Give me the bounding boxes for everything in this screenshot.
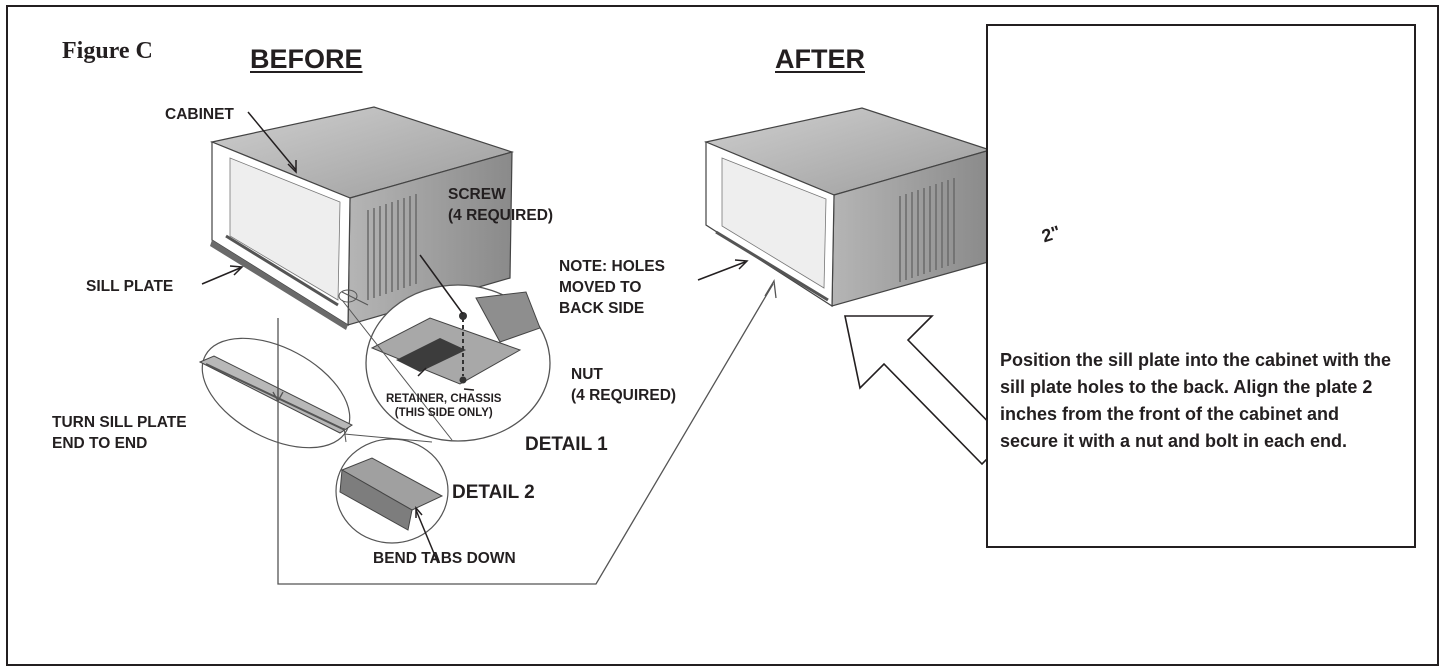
note-line-2: MOVED TO [559, 279, 642, 296]
detail-2-label: DETAIL 2 [452, 482, 535, 503]
before-heading: BEFORE [250, 44, 363, 74]
note-label: NOTE: HOLES MOVED TO BACK SIDE [559, 256, 665, 319]
detail-2-circle [335, 438, 449, 544]
detail-1-label: DETAIL 1 [525, 434, 608, 455]
turn-sill-plate-label: TURN SILL PLATE END TO END [52, 412, 187, 454]
note-line-1: NOTE: HOLES [559, 258, 665, 275]
instruction-text: Position the sill plate into the cabinet… [1000, 350, 1392, 451]
screw-label-line1: SCREW [448, 186, 506, 203]
retainer-label-line2: (THIS SIDE ONLY) [394, 407, 493, 419]
screw-label: SCREW (4 REQUIRED) [448, 184, 553, 226]
connector-arrow [272, 279, 777, 585]
cabinet-label: CABINET [165, 106, 234, 123]
before-cabinet [209, 106, 515, 330]
after-heading: AFTER [775, 44, 865, 74]
sill-plate [198, 337, 353, 449]
note-line-3: BACK SIDE [559, 300, 645, 317]
nut-label-line2: (4 REQUIRED) [571, 387, 677, 404]
screw-label-line2: (4 REQUIRED) [448, 207, 554, 224]
inset-panel [986, 24, 1416, 548]
after-cabinet [704, 107, 993, 308]
detail-1-circle [365, 284, 551, 442]
nut-label: NUT (4 REQUIRED) [571, 364, 676, 406]
turn-label-line1: TURN SILL PLATE [52, 414, 187, 431]
nut-label-line1: NUT [571, 366, 603, 383]
retainer-label-line1: RETAINER, CHASSIS [386, 393, 502, 405]
turn-label-line2: END TO END [52, 435, 148, 452]
bend-tabs-label: BEND TABS DOWN [373, 550, 516, 567]
retainer-label: RETAINER, CHASSIS (THIS SIDE ONLY) [386, 392, 501, 420]
large-pointer-arrow [844, 315, 1008, 466]
figure-title: Figure C [62, 38, 153, 64]
sill-plate-label: SILL PLATE [86, 278, 174, 295]
figure-frame [6, 5, 1439, 666]
